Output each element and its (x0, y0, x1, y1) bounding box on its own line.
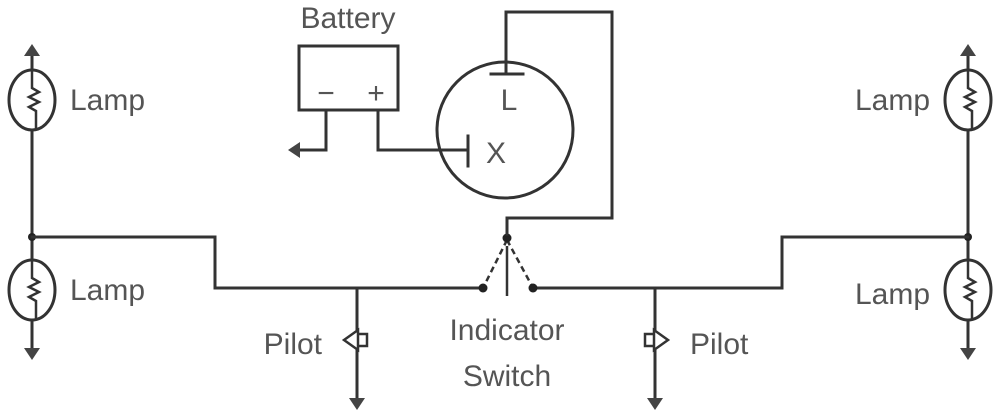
pilot-label: Pilot (690, 328, 749, 361)
battery-negative-wire (298, 108, 328, 152)
up-arrow-icon (960, 44, 976, 56)
flasher-unit (435, 10, 614, 236)
lamp-label: Lamp (855, 278, 930, 311)
flasher-l-wire (504, 10, 614, 236)
lamp-top-left (7, 68, 57, 132)
battery-positive-wire (376, 108, 470, 152)
pilot-lamp-icon (643, 327, 671, 353)
switch-label-line1: Indicator (449, 314, 564, 347)
lamp-bottom-right (943, 258, 993, 322)
left-circuit-wire (30, 235, 485, 290)
pilot-right (643, 286, 671, 410)
indicator-switch (478, 233, 538, 296)
pilot-label: Pilot (264, 328, 323, 361)
right-lamp-column (943, 44, 993, 360)
right-circuit-wire (531, 235, 970, 290)
ground-arrow-icon (960, 348, 976, 360)
battery-label: Battery (300, 2, 395, 35)
terminal-x-label: X (486, 137, 506, 170)
ground-arrow-icon (288, 142, 300, 158)
lamp-label: Lamp (70, 274, 145, 307)
lamp-label: Lamp (855, 84, 930, 117)
pilot-left (341, 286, 369, 410)
lamp-top-right (943, 68, 993, 132)
terminal-l-label: L (501, 84, 518, 117)
lamp-bottom-left (7, 258, 57, 322)
up-arrow-icon (24, 44, 40, 56)
lamp-label: Lamp (70, 84, 145, 117)
left-lamp-column (7, 44, 57, 360)
battery-negative-label: − (317, 77, 335, 110)
battery (288, 44, 470, 158)
battery-positive-label: + (367, 77, 385, 110)
ground-arrow-icon (24, 348, 40, 360)
ground-arrow-icon (349, 398, 365, 410)
pilot-lamp-icon (341, 327, 369, 353)
ground-arrow-icon (647, 398, 663, 410)
switch-label-line2: Switch (463, 360, 551, 393)
